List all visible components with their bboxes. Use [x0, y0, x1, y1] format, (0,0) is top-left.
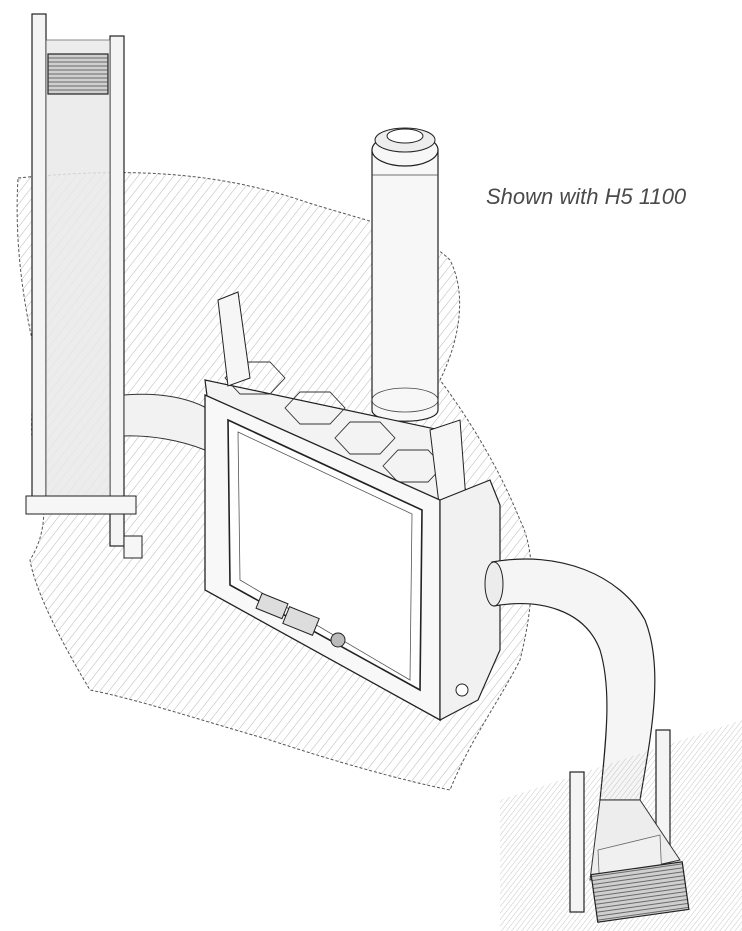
- fireplace-unit: [204, 291, 501, 722]
- left-vent-chase: [25, 13, 143, 559]
- lower-vent-grille: [590, 861, 690, 923]
- upper-vent-grille: [47, 53, 109, 95]
- flex-duct-collar: [484, 561, 504, 607]
- caption-text: Shown with H5 1100: [486, 184, 687, 209]
- vent-pipe: [371, 127, 439, 422]
